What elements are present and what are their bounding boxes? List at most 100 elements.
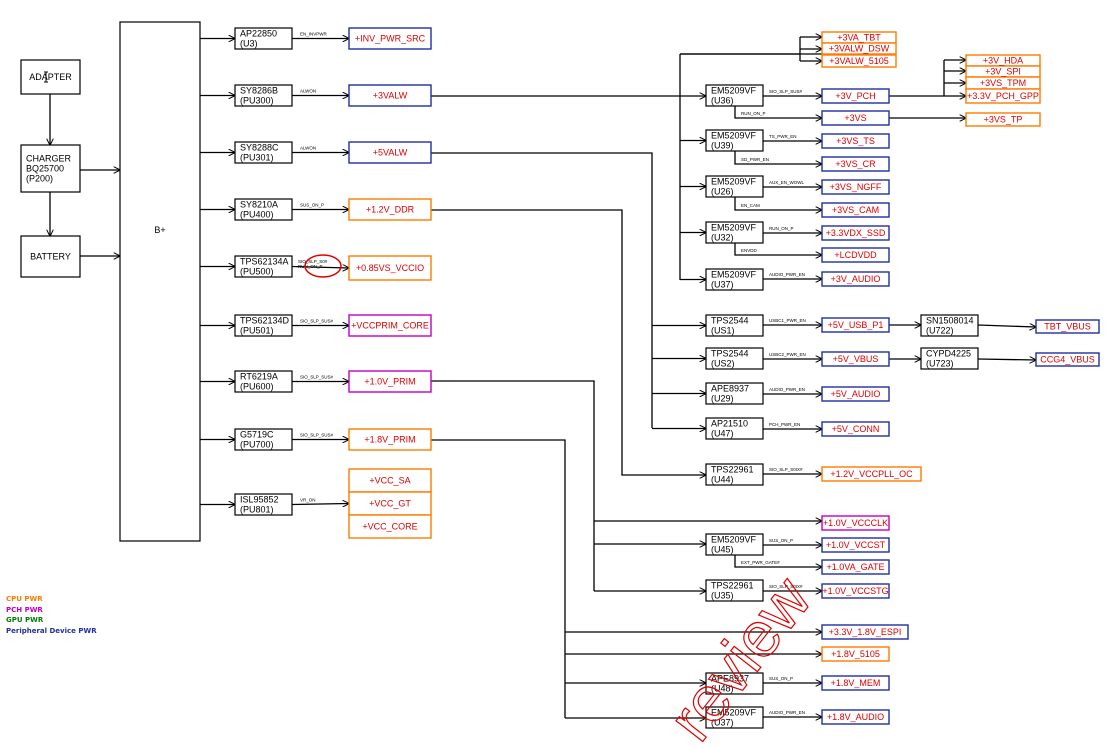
legend-pch: PCH PWR <box>6 605 43 614</box>
rail-ccg4_vbus-label: CCG4_VBUS <box>1040 355 1095 365</box>
wire-ddr-u44 <box>431 209 706 475</box>
rail-vs_cam <box>821 202 890 218</box>
chip-u35-label: TPS22961 <box>711 581 754 591</box>
rail-vs_ngff <box>821 179 890 195</box>
chip-u37b-label: EM5209VF <box>711 708 757 718</box>
rail-v18_audio-label: +1.8V_AUDIO <box>827 712 884 722</box>
chip-pu700-label: (PU700) <box>240 440 274 450</box>
charger-block-label: CHARGER <box>26 154 72 164</box>
rail-ccg4_vbus <box>1035 352 1100 367</box>
chip-pu501 <box>234 314 293 337</box>
rail-tpm-label: +3VS_TPM <box>980 78 1026 88</box>
chip-u3 <box>234 27 293 50</box>
signal-pu801: VR_ON <box>300 498 316 503</box>
signal-vs_ts: TS_PWR_EN <box>769 134 797 139</box>
chip-pu700 <box>234 428 293 451</box>
rail-vccsa-label: +VCC_SA <box>369 476 410 486</box>
rail-v18_mem <box>821 675 890 691</box>
chip-pu300-label: (PU300) <box>240 96 274 106</box>
chip-pu600-label: RT6219A <box>240 372 278 382</box>
chip-u37a-label: (U37) <box>711 280 734 290</box>
rail-prim18 <box>348 428 432 451</box>
chip-u26 <box>705 175 764 198</box>
rail-lcdvdd <box>821 247 890 263</box>
rail-v5_audio-label: +5V_AUDIO <box>831 389 881 399</box>
wire-prim18-bus <box>431 439 566 718</box>
signal-vdx_ssd: RUN_ON_P <box>769 226 794 231</box>
rail-vccpll <box>821 466 922 482</box>
signal-vccpll: SIO_SLP_S0IX# <box>769 467 803 472</box>
rail-ddr-label: +1.2V_DDR <box>366 205 415 215</box>
charger-block-label: (P200) <box>26 174 53 184</box>
chip-u44 <box>705 463 764 486</box>
chip-pu301 <box>234 141 293 164</box>
chip-us2-label: TPS2544 <box>711 349 749 359</box>
chip-u39-label: (U39) <box>711 141 734 151</box>
rail-pch_gpp <box>965 88 1041 104</box>
chip-u32-label: EM5209VF <box>711 223 757 233</box>
rail-v5_audio <box>821 386 890 402</box>
chip-u45-label: EM5209VF <box>711 535 757 545</box>
wire-u39-vs_cr <box>734 151 822 164</box>
chip-u45 <box>705 533 764 556</box>
rail-vs-label: +3VS <box>844 113 866 123</box>
rail-hda-label: +3V_HDA <box>983 56 1023 66</box>
rail-vccstg <box>821 583 890 599</box>
wire-u45-va_gate <box>734 555 822 567</box>
rail-v18_mem-label: +1.8V_MEM <box>831 678 881 688</box>
chip-u723 <box>920 347 979 370</box>
adapter-block-label: ADAPTER <box>29 72 72 82</box>
charger-block <box>20 144 81 193</box>
chip-pu801-label: ISL95852 <box>240 495 279 505</box>
rail-vs_cr <box>821 156 890 172</box>
wire-prim10-bus <box>431 380 595 591</box>
signal-va_gate: EXT_PWR_GATE# <box>741 560 780 565</box>
chip-pu501-label: TPS62134D <box>240 316 290 326</box>
chip-pu600-label: (PU600) <box>240 382 274 392</box>
signal-usb_p1: USBC1_PWR_EN <box>769 318 806 323</box>
rail-lcdvdd-label: +LCDVDD <box>834 250 877 260</box>
rail-valw3-label: +3VALW <box>373 91 408 101</box>
signal-pu700: SIO_SLP_SUS# <box>300 433 334 438</box>
block-layer <box>20 21 1100 729</box>
rail-v5_vbus <box>821 351 890 367</box>
legend-peripheral: Peripheral Device PWR <box>6 626 97 635</box>
chip-u39 <box>705 129 764 152</box>
rail-vccclk-label: +1.0V_VCCCLK <box>823 518 888 528</box>
chip-u44-label: TPS22961 <box>711 465 754 475</box>
rail-v3_audio <box>821 271 890 287</box>
chip-u37a <box>705 268 764 291</box>
chip-u723-label: (U723) <box>926 359 954 369</box>
chip-u36-label: (U36) <box>711 96 734 106</box>
adapter-block <box>20 59 81 95</box>
signal-vccstg: SIO_SLP_S0IX# <box>769 584 803 589</box>
rail-v5_conn-label: +5V_CONN <box>832 424 880 434</box>
rail-vccio-label: +0.85VS_VCCIO <box>356 263 424 273</box>
chip-pu500 <box>234 255 293 278</box>
rail-tbt_vbus-label: TBT_VBUS <box>1044 322 1091 332</box>
wire-pu801-rail <box>291 504 349 505</box>
rail-vs_cam-label: +3VS_CAM <box>832 205 879 215</box>
wire-u26-vs_cam <box>734 197 822 210</box>
rail-prim10 <box>348 370 432 393</box>
highlight-circle <box>304 254 342 278</box>
chip-u722-label: (U722) <box>926 326 954 336</box>
legend-gpu: GPU PWR <box>6 616 44 624</box>
chip-u722-label: SN1508014 <box>926 316 974 326</box>
charger-block-label: BQ25700 <box>26 164 64 174</box>
rail-vccio <box>348 255 432 281</box>
signal-v18_audio: AUDIO_PWR_EN <box>769 710 805 715</box>
rail-vccgt-label: +VCC_GT <box>369 499 411 509</box>
signal-v5_audio: AUDIO_PWR_EN <box>769 387 805 392</box>
rail-vs_tp <box>965 112 1041 127</box>
wire-u723-ccg4 <box>977 359 1036 360</box>
rail-pch_gpp-label: +3.3V_PCH_GPP <box>967 91 1039 101</box>
rail-vccclk <box>821 515 890 531</box>
chip-pu801 <box>234 493 293 516</box>
chip-u723-label: CYPD4225 <box>926 349 971 359</box>
chip-pu801-label: (PU801) <box>240 505 274 515</box>
rail-vcccore <box>348 514 432 539</box>
bplus-block <box>119 21 201 542</box>
chip-u35-label: (U35) <box>711 591 734 601</box>
signal-lcdvdd: ENVDD <box>741 248 758 253</box>
